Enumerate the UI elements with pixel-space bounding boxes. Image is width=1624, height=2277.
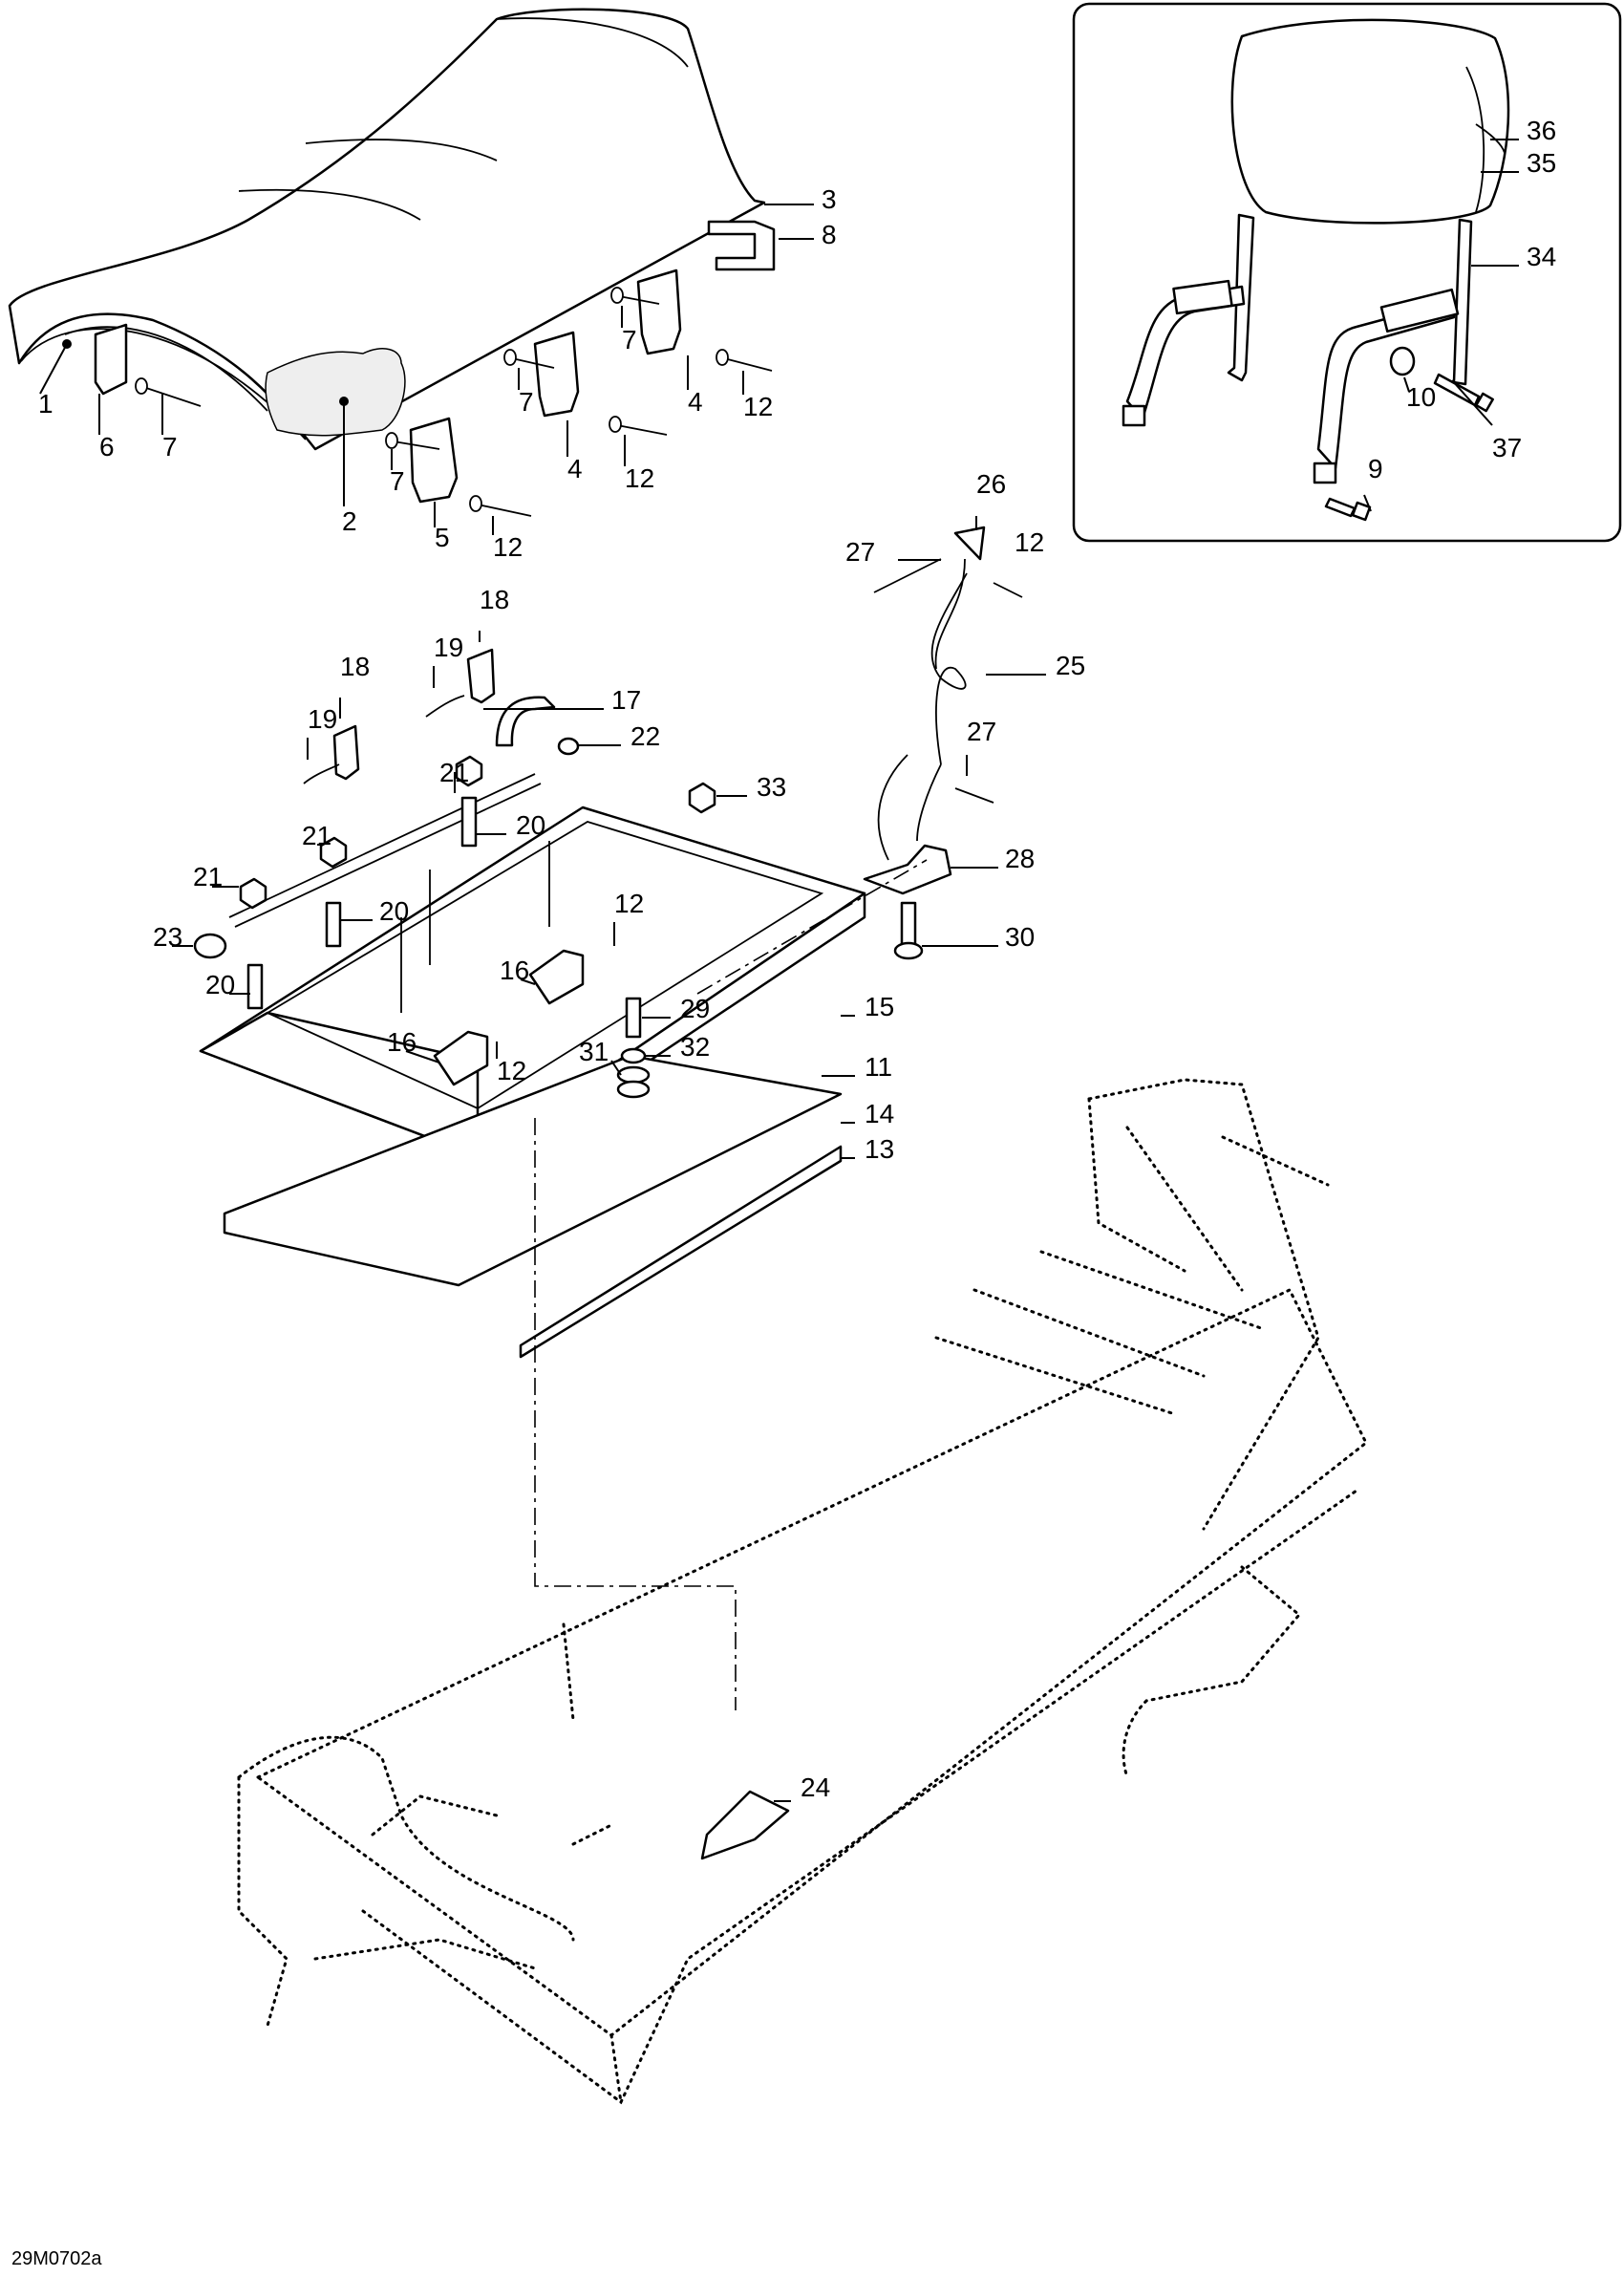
callout-c12c: 12 (493, 532, 523, 562)
callout-c21b: 21 (302, 821, 331, 850)
backrest-inset (1072, 2, 1622, 543)
callout-c16b: 16 (387, 1027, 417, 1057)
callout-c36: 36 (1527, 116, 1556, 145)
callout-c12d: 12 (1015, 527, 1044, 557)
callout-c19a: 19 (434, 633, 463, 662)
seat-hinges (94, 269, 773, 535)
seat-cushion (8, 8, 814, 506)
callout-c14: 14 (865, 1099, 894, 1128)
chassis-frame (237, 1078, 1368, 2105)
callout-c11: 11 (865, 1052, 892, 1082)
callout-c7b: 7 (390, 466, 405, 496)
callout-c31: 31 (579, 1037, 609, 1066)
callout-c12a: 12 (625, 463, 654, 493)
alignment-lines (534, 859, 928, 1710)
callout-c15: 15 (865, 992, 894, 1021)
callout-c12b: 12 (743, 392, 773, 421)
callout-c9: 9 (1368, 454, 1383, 483)
callout-c29: 29 (680, 994, 710, 1023)
callout-c3: 3 (822, 184, 837, 214)
bracket-28 (863, 844, 998, 960)
callout-c20c: 20 (205, 970, 235, 999)
callout-c34: 34 (1527, 242, 1556, 271)
callout-c13: 13 (865, 1134, 894, 1164)
callout-c37: 37 (1492, 433, 1522, 462)
callout-c4a: 4 (567, 454, 583, 483)
callout-c21c: 21 (193, 862, 223, 891)
callout-c21a: 21 (439, 758, 469, 787)
callout-c5: 5 (435, 523, 450, 552)
callout-c35: 35 (1527, 148, 1556, 178)
callout-c2: 2 (342, 506, 357, 536)
callout-c18a: 18 (480, 585, 509, 614)
callout-c20a: 20 (516, 810, 545, 840)
callout-c4b: 4 (688, 387, 703, 417)
storage-box (199, 782, 866, 1359)
callout-c27b: 27 (967, 717, 996, 746)
callout-c20b: 20 (379, 896, 409, 926)
callout-c12f: 12 (497, 1056, 526, 1085)
callout-c10: 10 (1406, 382, 1436, 412)
callout-c8: 8 (822, 220, 837, 249)
callout-c7a: 7 (162, 432, 178, 462)
callout-c7d: 7 (622, 325, 637, 354)
cable-assembly (873, 516, 1046, 861)
callout-c27a: 27 (845, 537, 875, 567)
reference-code: 29M0702a (11, 2248, 102, 2269)
callout-c33: 33 (757, 772, 786, 802)
callout-c18b: 18 (340, 652, 370, 681)
callout-c7c: 7 (519, 387, 534, 417)
callout-c22: 22 (630, 721, 660, 751)
callout-c25: 25 (1056, 651, 1085, 680)
callout-c24: 24 (801, 1772, 830, 1802)
callout-c28: 28 (1005, 844, 1035, 873)
latch-assembly (172, 631, 621, 1010)
callout-c23: 23 (153, 922, 182, 952)
callout-c16a: 16 (500, 956, 529, 985)
callout-c26: 26 (976, 469, 1006, 499)
callout-c19b: 19 (308, 704, 337, 734)
callout-c6: 6 (99, 432, 115, 462)
callout-c32: 32 (680, 1032, 710, 1062)
callout-c30: 30 (1005, 922, 1035, 952)
callout-c12e: 12 (614, 889, 644, 918)
callout-c17: 17 (611, 685, 641, 715)
callout-c1: 1 (38, 389, 53, 419)
